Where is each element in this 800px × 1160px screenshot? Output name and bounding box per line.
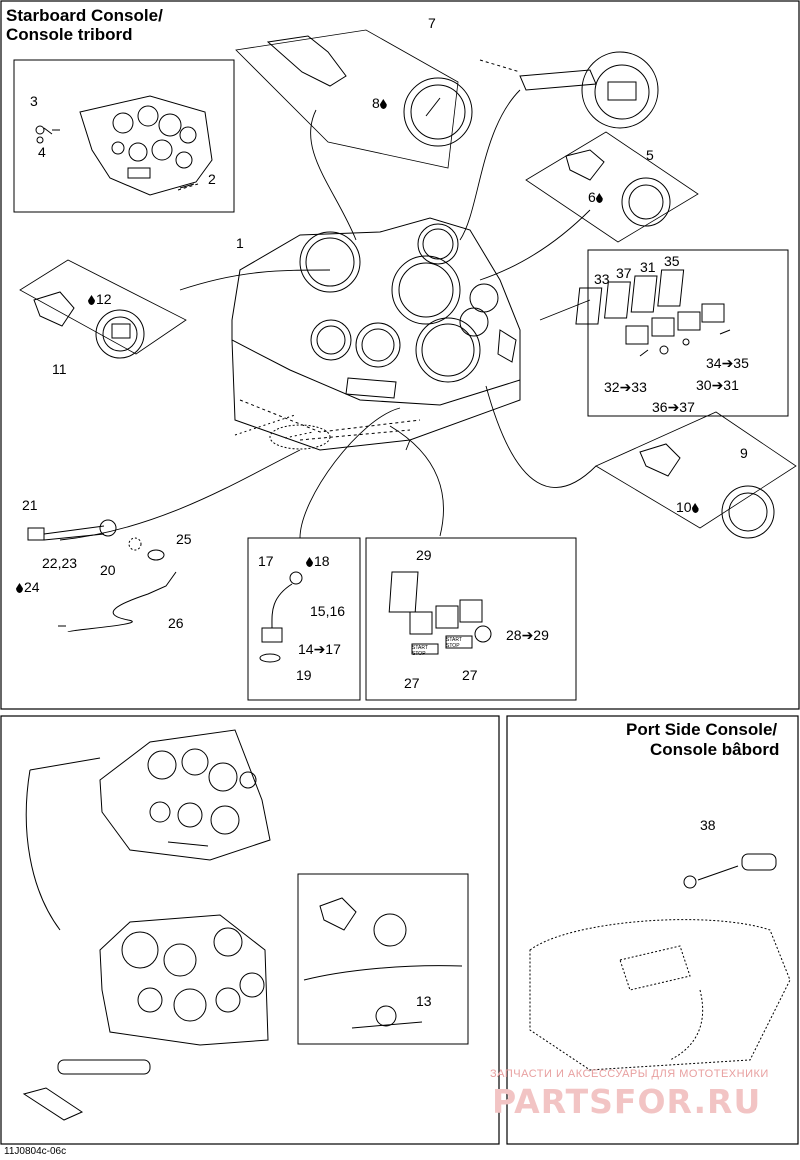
- gauge-5-6-drawing: [525, 131, 699, 243]
- callout-19: 19: [296, 667, 312, 683]
- top-panel-frame: [0, 0, 800, 710]
- callout-24-number: 24: [24, 579, 40, 595]
- callout-1: 1: [236, 235, 244, 251]
- subbox-14-19-drawing: [259, 571, 303, 663]
- inset-console-frame: [13, 59, 235, 213]
- callout-30-31: 30➔31: [696, 377, 739, 393]
- subbox-14-19-frame: [247, 537, 361, 701]
- callout-14-17: 14➔17: [298, 641, 341, 657]
- callout-28-29: 28➔29: [506, 627, 549, 643]
- switch-panel-frame: [587, 249, 789, 417]
- callout-27b: 27: [462, 667, 478, 683]
- digital-gauge-drawing: [479, 51, 659, 129]
- switch-panel-drawing: [575, 269, 731, 357]
- callout-27a: 27: [404, 675, 420, 691]
- bottom-left-console-rear: [22, 757, 269, 1121]
- callout-3: 3: [30, 93, 38, 109]
- gauge-11-12-drawing: [19, 259, 187, 359]
- callout-26: 26: [168, 615, 184, 631]
- bottom-subbox-drawing: [303, 897, 463, 1029]
- callout-4: 4: [38, 144, 46, 160]
- lubricant-drop-icon: [691, 503, 699, 513]
- start-stop-text-a: START STOP: [412, 645, 428, 657]
- callout-34-35: 34➔35: [706, 355, 749, 371]
- bottom-subbox-frame: [297, 873, 469, 1045]
- callout-18: 18: [306, 554, 330, 569]
- inset-console-drawing: [35, 95, 213, 196]
- lubricant-drop-icon: [306, 557, 313, 567]
- start-stop-text-b: START STOP: [446, 637, 462, 649]
- lubricant-drop-icon: [16, 583, 23, 593]
- callout-8: 8: [372, 96, 388, 111]
- callout-22-23: 22,23: [42, 555, 78, 571]
- callout-31: 31: [640, 259, 656, 275]
- bottom-left-console-upper: [99, 729, 271, 861]
- callout-37: 37: [616, 265, 632, 281]
- starboard-title: Starboard Console/: [6, 6, 163, 25]
- lanyard-drawing: [27, 519, 177, 633]
- callout-11: 11: [52, 361, 67, 377]
- callout-12: 12: [88, 292, 112, 307]
- callout-21: 21: [22, 497, 38, 513]
- callout-6-number: 6: [588, 189, 596, 205]
- callout-33: 33: [594, 271, 610, 287]
- callout-24: 24: [16, 580, 40, 595]
- callout-25: 25: [176, 531, 192, 547]
- callout-12-number: 12: [96, 291, 112, 307]
- port-console-drawing: [529, 919, 791, 1071]
- callout-5: 5: [646, 147, 654, 163]
- watermark-tagline: ЗАПЧАСТИ И АКСЕССУАРЫ ДЛЯ МОТОТЕХНИКИ: [490, 1068, 769, 1080]
- port-switch-drawing: [683, 853, 777, 889]
- subbox-27-29-frame: [365, 537, 577, 701]
- port-title: Port Side Console/: [626, 720, 778, 739]
- callout-20: 20: [100, 562, 116, 578]
- lubricant-drop-icon: [595, 193, 603, 203]
- callout-15-16: 15,16: [310, 603, 346, 619]
- gauge-7-8-drawing: [235, 29, 473, 169]
- callout-18-number: 18: [314, 553, 330, 569]
- callout-10: 10: [676, 500, 700, 515]
- callout-9: 9: [740, 445, 748, 461]
- subbox-27-29-drawing: [388, 571, 492, 655]
- callout-17: 17: [258, 553, 274, 569]
- callout-38: 38: [700, 817, 716, 833]
- gauge-9-10-drawing: [595, 411, 797, 539]
- callout-13: 13: [416, 993, 432, 1009]
- bottom-left-panel-frame: [0, 715, 500, 1145]
- callout-8-number: 8: [372, 95, 380, 111]
- watermark-logo: PARTSFOR.RU: [492, 1082, 762, 1121]
- main-console-drawing: [231, 217, 521, 451]
- callout-2: 2: [208, 171, 216, 187]
- port-title-fr: Console bâbord: [650, 740, 780, 759]
- callout-10-number: 10: [676, 499, 692, 515]
- callout-32-33: 32➔33: [604, 379, 647, 395]
- callout-6: 6: [588, 190, 604, 205]
- callout-35: 35: [664, 253, 680, 269]
- callout-36-37: 36➔37: [652, 399, 695, 415]
- callout-7: 7: [428, 15, 436, 31]
- lubricant-drop-icon: [88, 295, 95, 305]
- starboard-title-fr: Console tribord: [6, 25, 133, 44]
- lubricant-drop-icon: [379, 99, 387, 109]
- bottom-right-panel-frame: [506, 715, 799, 1145]
- drawing-code: 11J0804c-06c: [4, 1146, 67, 1157]
- callout-29: 29: [416, 547, 432, 563]
- connector-lines: [59, 89, 597, 541]
